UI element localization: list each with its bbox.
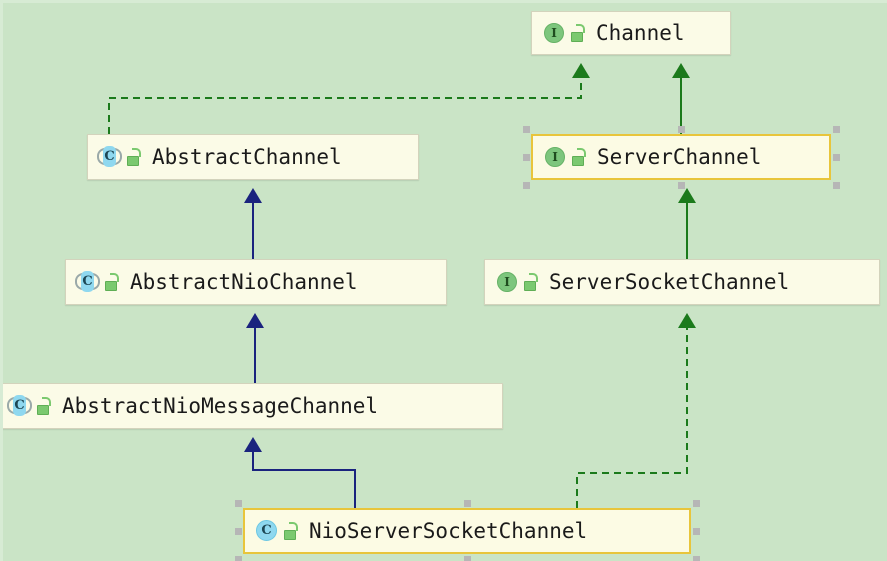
edge-nio-server-socket-channel-implements-server-socket-channel[interactable]	[576, 313, 696, 508]
selection-handle[interactable]	[677, 182, 685, 189]
edge-abstract-channel-implements-channel[interactable]	[108, 63, 590, 134]
class-node-channel[interactable]: I Channel	[531, 11, 731, 55]
class-node-abstract-channel[interactable]: C AbstractChannel	[87, 134, 419, 180]
selection-handle[interactable]	[523, 182, 530, 189]
selection-handle[interactable]	[833, 153, 840, 161]
class-node-label: Channel	[596, 21, 685, 45]
unlock-icon	[34, 395, 52, 417]
class-node-label: NioServerSocketChannel	[309, 519, 588, 543]
interface-icon: I	[541, 145, 567, 169]
abstract-class-icon: C	[6, 394, 32, 418]
node-icons: I	[540, 21, 586, 45]
class-icon: C	[253, 519, 279, 543]
node-icons: C	[74, 270, 120, 294]
selection-handle[interactable]	[693, 500, 700, 507]
node-icons: C	[253, 519, 299, 543]
arrowhead	[246, 313, 264, 328]
abstract-class-icon: C	[74, 270, 100, 294]
edge-abstract-nio-message-channel-extends-abstract-nio-channel[interactable]	[246, 313, 264, 383]
node-icons: C	[6, 394, 52, 418]
edge-server-channel-extends-channel[interactable]	[672, 63, 690, 134]
unlock-icon	[281, 520, 299, 542]
unlock-icon	[102, 271, 120, 293]
abstract-class-icon: C	[96, 145, 122, 169]
node-icons: I	[493, 270, 539, 294]
class-node-abstract-nio-channel[interactable]: C AbstractNioChannel	[65, 259, 447, 305]
arrowhead	[244, 188, 262, 203]
node-icons: C	[96, 145, 142, 169]
class-node-server-socket-channel[interactable]: I ServerSocketChannel	[484, 259, 880, 305]
selection-handle[interactable]	[833, 182, 840, 189]
class-node-nio-server-socket-channel[interactable]: C NioServerSocketChannel	[243, 508, 691, 554]
arrowhead	[672, 63, 690, 78]
selection-handle[interactable]	[463, 500, 471, 507]
class-node-label: ServerChannel	[597, 145, 762, 169]
selection-handle[interactable]	[235, 556, 242, 561]
arrowhead	[678, 313, 696, 328]
interface-icon: I	[540, 21, 566, 45]
selection-handle[interactable]	[693, 527, 700, 535]
class-node-label: AbstractNioChannel	[130, 270, 358, 294]
selection-handle[interactable]	[523, 126, 530, 133]
node-icons: I	[541, 145, 587, 169]
edge-nio-server-socket-channel-extends-abstract-nio-message-channel[interactable]	[244, 437, 356, 508]
unlock-icon	[124, 146, 142, 168]
interface-icon: I	[493, 270, 519, 294]
class-node-label: ServerSocketChannel	[549, 270, 790, 294]
edge-abstract-nio-channel-extends-abstract-channel[interactable]	[244, 188, 262, 259]
class-node-label: AbstractNioMessageChannel	[62, 394, 379, 418]
class-node-server-channel[interactable]: I ServerChannel	[531, 134, 831, 180]
edge-server-socket-channel-extends-server-channel[interactable]	[678, 188, 696, 259]
class-node-label: AbstractChannel	[152, 145, 342, 169]
arrowhead	[678, 188, 696, 203]
selection-handle[interactable]	[833, 126, 840, 133]
selection-handle[interactable]	[677, 126, 685, 133]
selection-handle[interactable]	[523, 153, 530, 161]
selection-handle[interactable]	[235, 500, 242, 507]
unlock-icon	[521, 271, 539, 293]
selection-handle[interactable]	[235, 527, 242, 535]
unlock-icon	[568, 22, 586, 44]
arrowhead	[244, 437, 262, 452]
selection-handle[interactable]	[463, 556, 471, 561]
class-node-abstract-nio-message-channel[interactable]: C AbstractNioMessageChannel	[3, 383, 503, 429]
arrowhead	[572, 63, 590, 78]
unlock-icon	[569, 146, 587, 168]
selection-handle[interactable]	[693, 556, 700, 561]
